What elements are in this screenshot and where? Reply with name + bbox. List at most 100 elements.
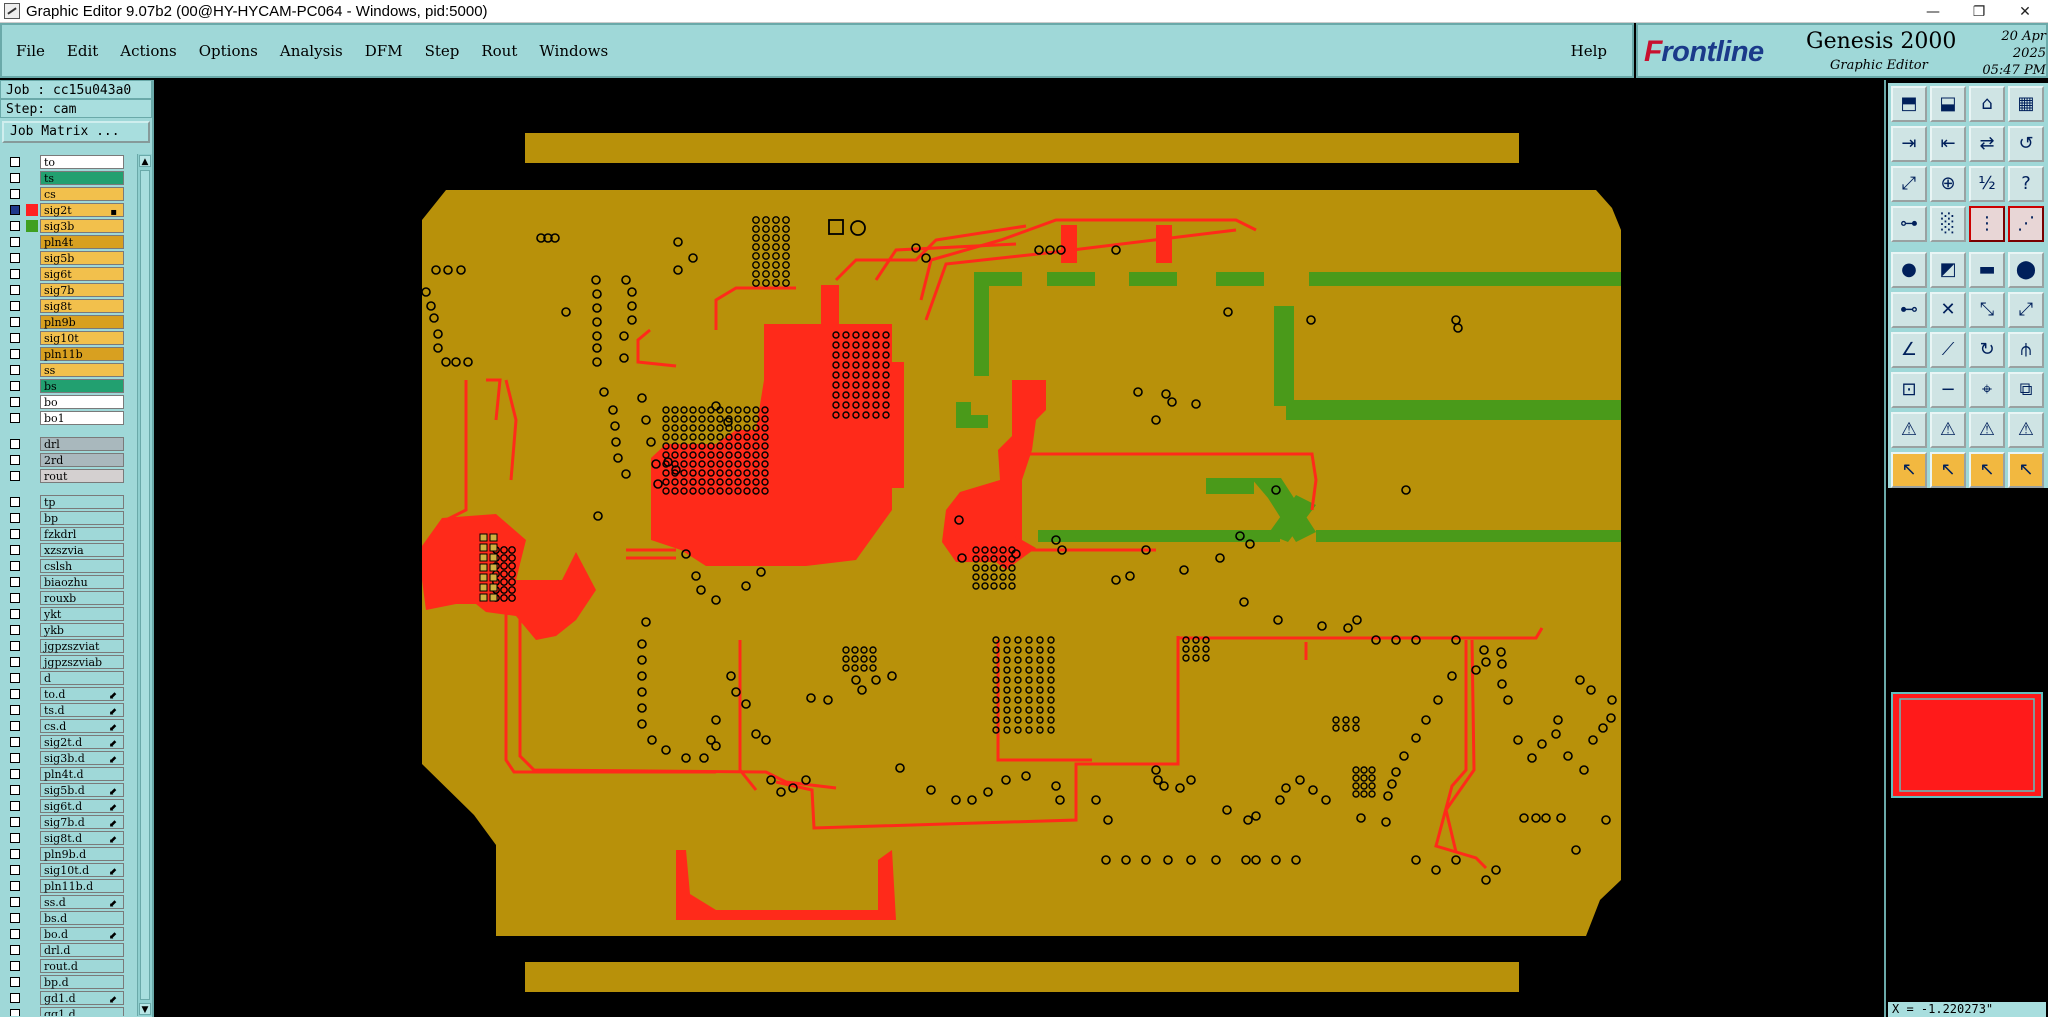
layer-name[interactable]: sig6t <box>40 267 124 281</box>
layer-name[interactable]: jgpzszviat <box>40 639 124 653</box>
layer-row[interactable]: bp.d <box>2 974 126 990</box>
menu-analysis[interactable]: Analysis <box>279 41 343 60</box>
layer-name[interactable]: ss.d⬋ <box>40 895 124 910</box>
layer-name[interactable]: sig10t <box>40 331 124 345</box>
layer-checkbox[interactable] <box>10 673 20 683</box>
scroll-down-icon[interactable]: ▼ <box>139 1003 151 1015</box>
layer-checkbox[interactable] <box>10 817 20 827</box>
layer-row[interactable]: 2rd <box>2 452 126 468</box>
layer-name[interactable]: bp.d <box>40 975 124 989</box>
layer-checkbox[interactable] <box>10 865 20 875</box>
layer-row[interactable]: d <box>2 670 126 686</box>
layer-name[interactable]: xzszvia <box>40 543 124 557</box>
layer-checkbox[interactable] <box>10 929 20 939</box>
warn2-tool-button[interactable]: ⚠ <box>1930 412 1966 448</box>
zoom-center-tool-button[interactable]: ⊕ <box>1930 166 1966 202</box>
layer-checkbox[interactable] <box>10 317 20 327</box>
layer-row[interactable]: jgpzszviat <box>2 638 126 654</box>
menu-file[interactable]: File <box>16 41 45 60</box>
layer-row[interactable]: drl.d <box>2 942 126 958</box>
layer-row[interactable]: pln9b.d <box>2 846 126 862</box>
layer-checkbox[interactable] <box>10 593 20 603</box>
fork-tool-button[interactable]: ⫛ <box>2008 332 2044 368</box>
circle-tool-button[interactable]: ⬤ <box>2008 252 2044 288</box>
layer-checkbox[interactable] <box>10 205 20 215</box>
layer-checkbox[interactable] <box>10 609 20 619</box>
layer-checkbox[interactable] <box>10 253 20 263</box>
layer-name[interactable]: ss <box>40 363 124 377</box>
layer-name[interactable]: to.d⬋ <box>40 687 124 702</box>
layer-checkbox[interactable] <box>10 237 20 247</box>
layer-name[interactable]: sig7b <box>40 283 124 297</box>
layer-row[interactable]: bo <box>2 394 126 410</box>
menu-rout[interactable]: Rout <box>481 41 518 60</box>
layer-row[interactable]: sig8t.d⬋ <box>2 830 126 846</box>
net-split-tool-button[interactable]: ⋰ <box>2008 206 2044 242</box>
layer-name[interactable]: tp <box>40 495 124 509</box>
menu-step[interactable]: Step <box>424 41 460 60</box>
layer-checkbox[interactable] <box>10 705 20 715</box>
layer-name[interactable]: pln4t.d <box>40 767 124 781</box>
layer-name[interactable]: gd1.d⬋ <box>40 991 124 1006</box>
layer-name[interactable]: bo1 <box>40 411 124 425</box>
swap-tool-button[interactable]: ⇄ <box>1969 126 2005 162</box>
layer-checkbox[interactable] <box>10 301 20 311</box>
overview-minimap[interactable] <box>1888 687 2046 801</box>
layer-row[interactable]: sig10t <box>2 330 126 346</box>
minus-tool-button[interactable]: − <box>1930 372 1966 408</box>
layer-checkbox[interactable] <box>10 769 20 779</box>
layer-row[interactable]: drl <box>2 436 126 452</box>
arc-tool-button[interactable]: ↻ <box>1969 332 2005 368</box>
home-tool-button[interactable]: ⌂ <box>1969 86 2005 122</box>
move-tool-button[interactable]: ⊡ <box>1891 372 1927 408</box>
open-tool-button[interactable]: ⬒ <box>1891 86 1927 122</box>
job-matrix-button[interactable]: Job Matrix ... <box>2 121 150 143</box>
select-tool-button[interactable]: ⧉ <box>2008 372 2044 408</box>
layer-name[interactable]: pln4t <box>40 235 124 249</box>
pointer2-tool-button[interactable]: ↖ <box>1930 452 1966 488</box>
layer-name[interactable]: bs <box>40 379 124 393</box>
layer-row[interactable]: sig7b <box>2 282 126 298</box>
layer-name[interactable]: bs.d <box>40 911 124 925</box>
layer-checkbox[interactable] <box>10 529 20 539</box>
undo-tool-button[interactable]: ↺ <box>2008 126 2044 162</box>
angle-tool-button[interactable]: ∠ <box>1891 332 1927 368</box>
layer-checkbox[interactable] <box>10 849 20 859</box>
layer-name[interactable]: ts.d⬋ <box>40 703 124 718</box>
layer-name[interactable]: rouxb <box>40 591 124 605</box>
zoom-fit-tool-button[interactable]: ⤢ <box>1891 166 1927 202</box>
layer-row[interactable]: jgpzszviab <box>2 654 126 670</box>
layer-row[interactable]: ss.d⬋ <box>2 894 126 910</box>
layer-name[interactable]: bp <box>40 511 124 525</box>
layer-row[interactable]: bo.d⬋ <box>2 926 126 942</box>
connect-tool-button[interactable]: ⊷ <box>1891 292 1927 328</box>
layer-name[interactable]: sig6t.d⬋ <box>40 799 124 814</box>
layer-name[interactable]: sig10t.d⬋ <box>40 863 124 878</box>
layer-name[interactable]: gg1.d <box>40 1007 124 1016</box>
layer-row[interactable]: to <box>2 154 126 170</box>
layer-name[interactable]: jgpzszviab <box>40 655 124 669</box>
layer-row[interactable]: gg1.d <box>2 1006 126 1016</box>
layer-name[interactable]: d <box>40 671 124 685</box>
layer-checkbox[interactable] <box>10 285 20 295</box>
pointer-tool-button[interactable]: ↖ <box>1891 452 1927 488</box>
layer-row[interactable]: cs.d⬋ <box>2 718 126 734</box>
warn1-tool-button[interactable]: ⚠ <box>1891 412 1927 448</box>
layer-name[interactable]: ykt <box>40 607 124 621</box>
menu-windows[interactable]: Windows <box>539 41 609 60</box>
layer-name[interactable]: cslsh <box>40 559 124 573</box>
layer-scrollbar[interactable]: ▲ ▼ <box>137 154 152 1016</box>
warn4-tool-button[interactable]: ⚠ <box>2008 412 2044 448</box>
layer-row[interactable]: xzszvia <box>2 542 126 558</box>
layer-checkbox[interactable] <box>10 801 20 811</box>
layer-row[interactable]: ykb <box>2 622 126 638</box>
layer-checkbox[interactable] <box>10 913 20 923</box>
layer-row[interactable]: bp <box>2 510 126 526</box>
layer-row[interactable]: cslsh <box>2 558 126 574</box>
layer-row[interactable]: tp <box>2 494 126 510</box>
layer-name[interactable]: sig7b.d⬋ <box>40 815 124 830</box>
layer-checkbox[interactable] <box>10 349 20 359</box>
layer-name[interactable]: ykb <box>40 623 124 637</box>
layer-checkbox[interactable] <box>10 577 20 587</box>
line-tool-button[interactable]: ▬ <box>1969 252 2005 288</box>
